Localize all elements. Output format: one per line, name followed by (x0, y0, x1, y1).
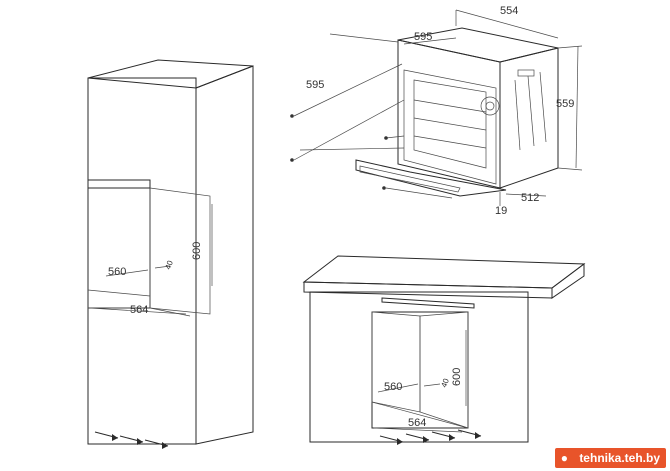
column-cabinet: 560 564 600 40 (87, 59, 254, 449)
counter-depth-label: 564 (408, 417, 426, 429)
counter-gap-label: 40 (439, 377, 451, 389)
oven-door-label: 19 (495, 205, 507, 217)
column-height-label: 600 (191, 242, 203, 260)
counter-airflow-arrows (379, 429, 482, 445)
column-airflow-arrows (94, 431, 169, 449)
column-depth-label: 564 (130, 304, 148, 316)
column-gap-label: 40 (163, 259, 175, 271)
column-width-label: 560 (108, 266, 126, 278)
oven-front-height-label: 595 (306, 79, 324, 91)
oven-body-depth-label: 512 (521, 192, 539, 204)
oven-depth-label: 554 (500, 5, 518, 17)
counter-cabinet: 560 564 600 40 (302, 255, 586, 445)
oven-width-label: 595 (414, 31, 432, 43)
site-watermark: ● tehnika.teh.by (555, 448, 666, 468)
oven-unit (290, 9, 583, 206)
column-niche (87, 179, 213, 317)
counter-width-label: 560 (384, 381, 402, 393)
counter-height-label: 600 (451, 368, 463, 386)
watermark-text: tehnika.teh.by (573, 448, 666, 468)
counter-niche (371, 311, 469, 433)
oven-height-label: 559 (556, 98, 574, 110)
brand-logo-icon: ● (555, 448, 574, 468)
